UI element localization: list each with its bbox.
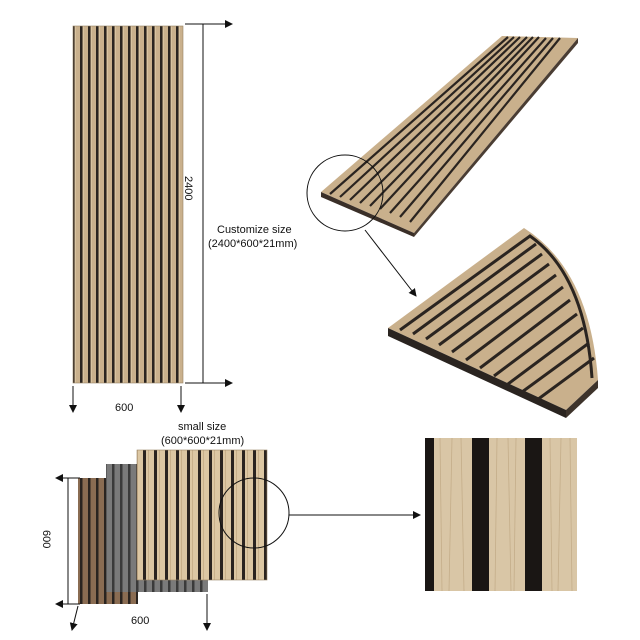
texture-closeup <box>425 437 577 592</box>
customize-dims: (2400*600*21mm) <box>208 238 298 250</box>
small-height-label: 600 <box>40 530 52 549</box>
tall-width-dimension <box>69 386 185 413</box>
tall-height-label: 2400 <box>182 176 194 201</box>
small-size-title: small size <box>178 421 227 433</box>
small-height-dimension <box>55 474 80 608</box>
zoom-circle-bottom <box>218 477 290 549</box>
perspective-panel <box>321 36 578 237</box>
tall-panel <box>72 25 184 384</box>
zoom-circle-top <box>306 154 384 232</box>
customize-title: Customize size <box>217 224 292 236</box>
zoom-arrow-top <box>364 229 417 297</box>
small-width-label: 600 <box>131 615 150 627</box>
tall-width-label: 600 <box>115 402 134 414</box>
tall-height-dimension <box>185 20 233 387</box>
small-size-dims: (600*600*21mm) <box>161 435 245 447</box>
zoomed-panel-corner <box>388 228 598 418</box>
small-panel-oak <box>136 449 268 581</box>
small-width-dimension <box>69 594 211 631</box>
